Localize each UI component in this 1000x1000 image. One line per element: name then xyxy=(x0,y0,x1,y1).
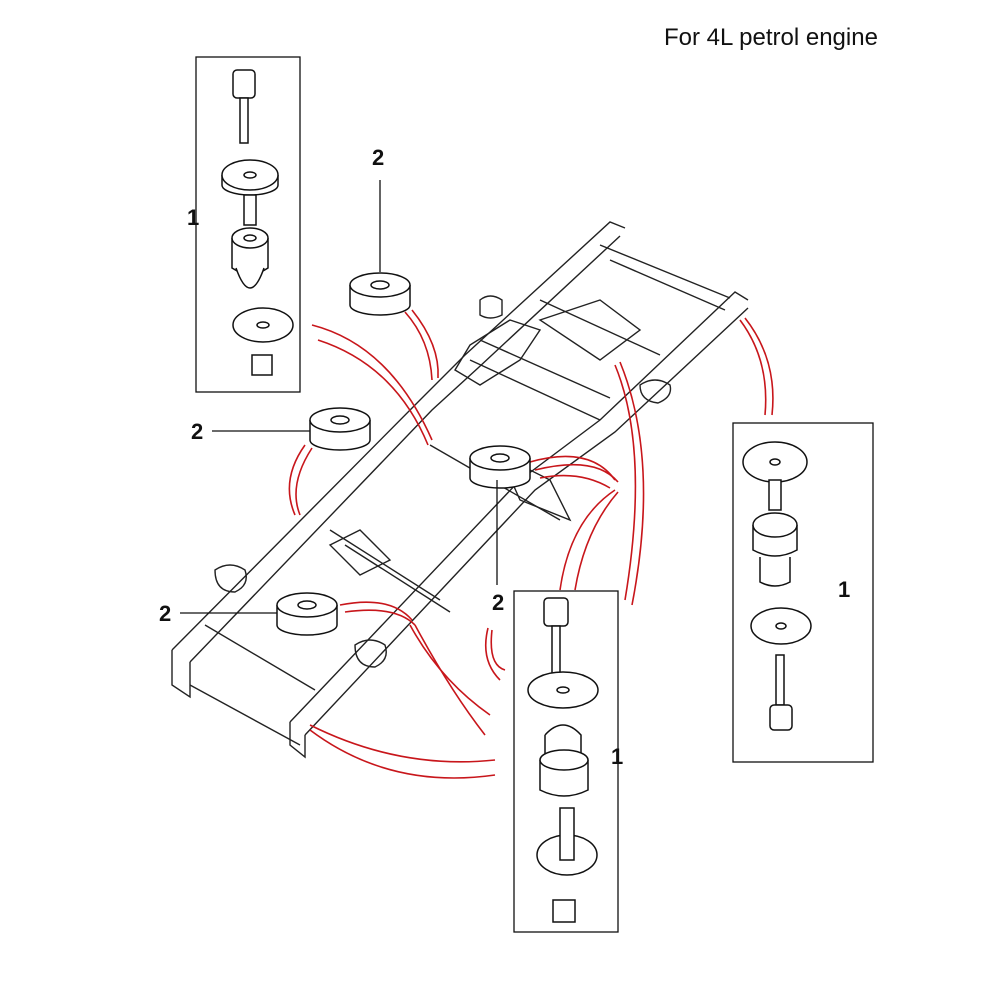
callout-1-right: 1 xyxy=(838,577,851,602)
callout-2-left: 2 xyxy=(191,419,204,444)
mount-kit-box-right xyxy=(732,422,874,763)
chassis-frame xyxy=(171,221,749,759)
engine-variant-caption: For 4L petrol engine xyxy=(664,24,878,51)
rubber-pad xyxy=(309,407,371,451)
callout-1-top-left: 1 xyxy=(187,205,200,230)
callout-2-lower-left: 2 xyxy=(159,601,172,626)
callout-2-top: 2 xyxy=(372,145,385,170)
rubber-pad xyxy=(469,445,531,489)
mount-kit-box-bottom xyxy=(513,590,619,933)
callout-1-bottom: 1 xyxy=(611,744,624,769)
callout-2-center: 2 xyxy=(492,590,505,615)
location-leader-lines xyxy=(288,309,774,779)
rubber-pad xyxy=(276,592,338,636)
rubber-pad xyxy=(349,272,411,316)
mount-kit-box-top-left xyxy=(195,56,301,393)
